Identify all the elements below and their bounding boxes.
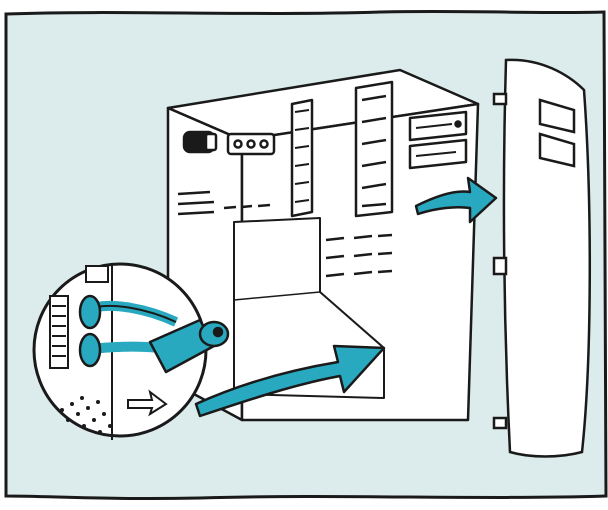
- front-bezel-icon: [494, 60, 590, 457]
- drive-bay-column: [292, 100, 312, 216]
- drive-bay-column: [356, 82, 392, 216]
